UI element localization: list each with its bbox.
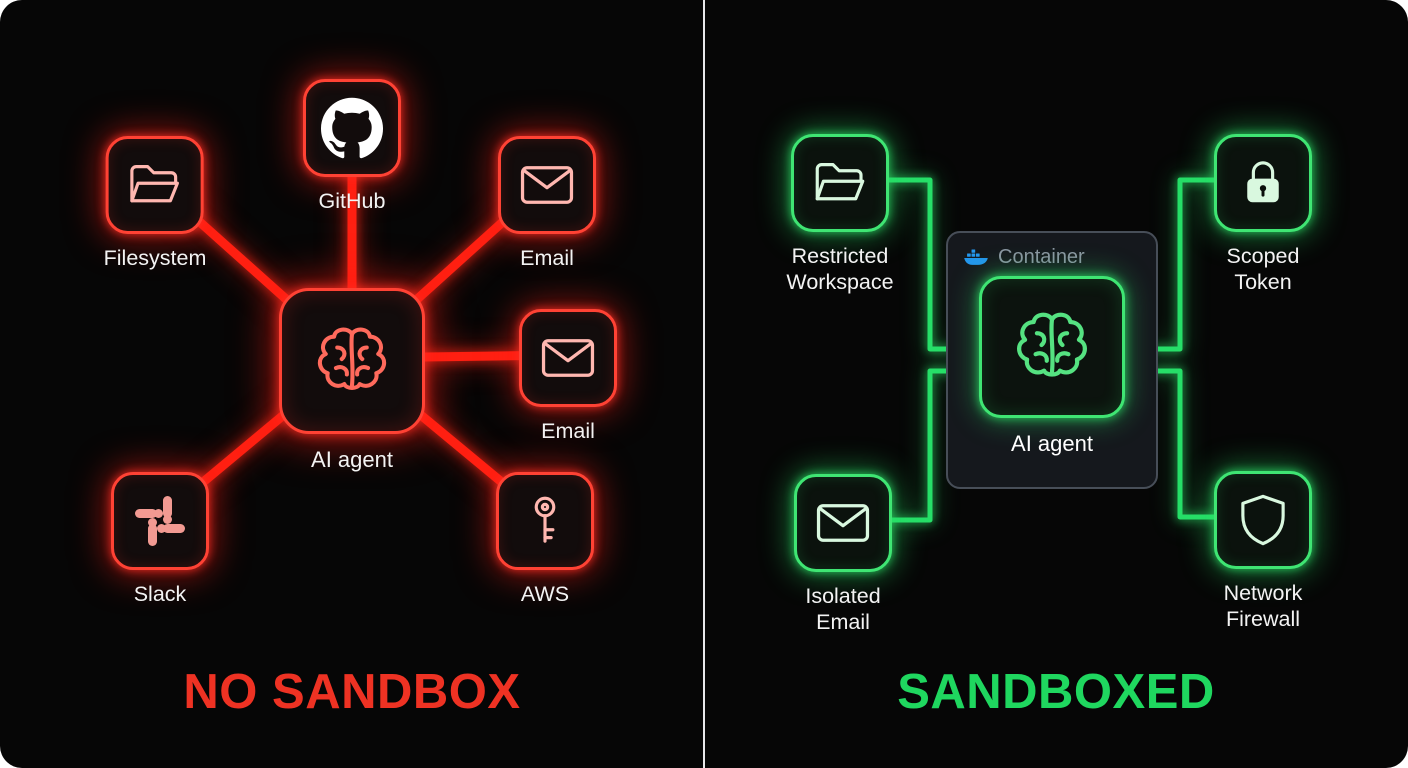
node-label: Scoped Token	[1226, 244, 1300, 295]
node-label: AI agent	[311, 447, 393, 472]
panel-divider	[703, 0, 705, 768]
node-label: Isolated Email	[805, 584, 881, 635]
sandboxed-connectors	[883, 177, 1219, 523]
lock-icon	[1247, 161, 1279, 203]
folder-icon	[130, 165, 180, 203]
sandboxed-ai-agent-box	[979, 276, 1125, 418]
filesystem-node-box	[105, 136, 204, 234]
no-sandbox-title: NO SANDBOX	[183, 665, 521, 719]
node-github: GitHub	[303, 79, 401, 214]
envelope-icon	[816, 504, 870, 542]
node-network-firewall: Network Firewall	[1201, 471, 1325, 632]
node-aws: AWS	[496, 472, 594, 607]
no-sandbox-panel: Filesystem GitHub Email	[103, 79, 617, 719]
node-label: Filesystem	[103, 246, 207, 270]
sandboxed-panel: Restricted Workspace Scoped Token	[704, 0, 1408, 768]
slack-icon	[135, 496, 185, 546]
node-email-right: Email	[519, 309, 617, 444]
shield-icon	[1241, 494, 1285, 546]
node-scoped-token: Scoped Token	[1201, 134, 1325, 295]
network-firewall-node-box	[1214, 471, 1312, 569]
slack-node-box	[111, 472, 209, 570]
container-label: Container	[998, 246, 1085, 268]
isolated-email-node-box	[794, 474, 892, 572]
node-label: Slack	[133, 582, 187, 606]
container-header: Container	[948, 233, 1085, 269]
folder-icon	[815, 163, 865, 201]
key-icon	[534, 496, 556, 543]
sandboxed-title: SANDBOXED	[897, 665, 1215, 719]
container-box: Container AI agent	[946, 231, 1158, 489]
aws-node-box	[496, 472, 594, 570]
github-icon	[321, 97, 383, 159]
node-label: Restricted Workspace	[786, 244, 894, 295]
node-ai-agent: AI agent	[279, 288, 425, 474]
github-node-box	[303, 79, 401, 177]
envelope-icon	[520, 166, 574, 204]
node-isolated-email: Isolated Email	[781, 474, 905, 635]
node-slack: Slack	[111, 472, 209, 607]
email-node-box	[519, 309, 617, 407]
node-label: AWS	[520, 582, 570, 606]
node-label: Network Firewall	[1223, 581, 1303, 632]
node-email-top: Email	[498, 136, 596, 271]
envelope-icon	[541, 339, 595, 377]
node-filesystem: Filesystem	[103, 136, 207, 271]
restricted-workspace-node-box	[791, 134, 889, 232]
brain-icon	[1017, 312, 1087, 377]
node-label: GitHub	[318, 189, 386, 213]
brain-icon	[317, 327, 387, 390]
ai-agent-node-box	[279, 288, 425, 434]
node-label: Email	[541, 419, 595, 443]
ai-agent-label: AI agent	[1011, 431, 1093, 456]
email-node-box	[498, 136, 596, 234]
docker-icon	[964, 248, 988, 265]
scoped-token-node-box	[1214, 134, 1312, 232]
node-restricted-workspace: Restricted Workspace	[778, 134, 902, 295]
node-label: Email	[520, 246, 574, 270]
